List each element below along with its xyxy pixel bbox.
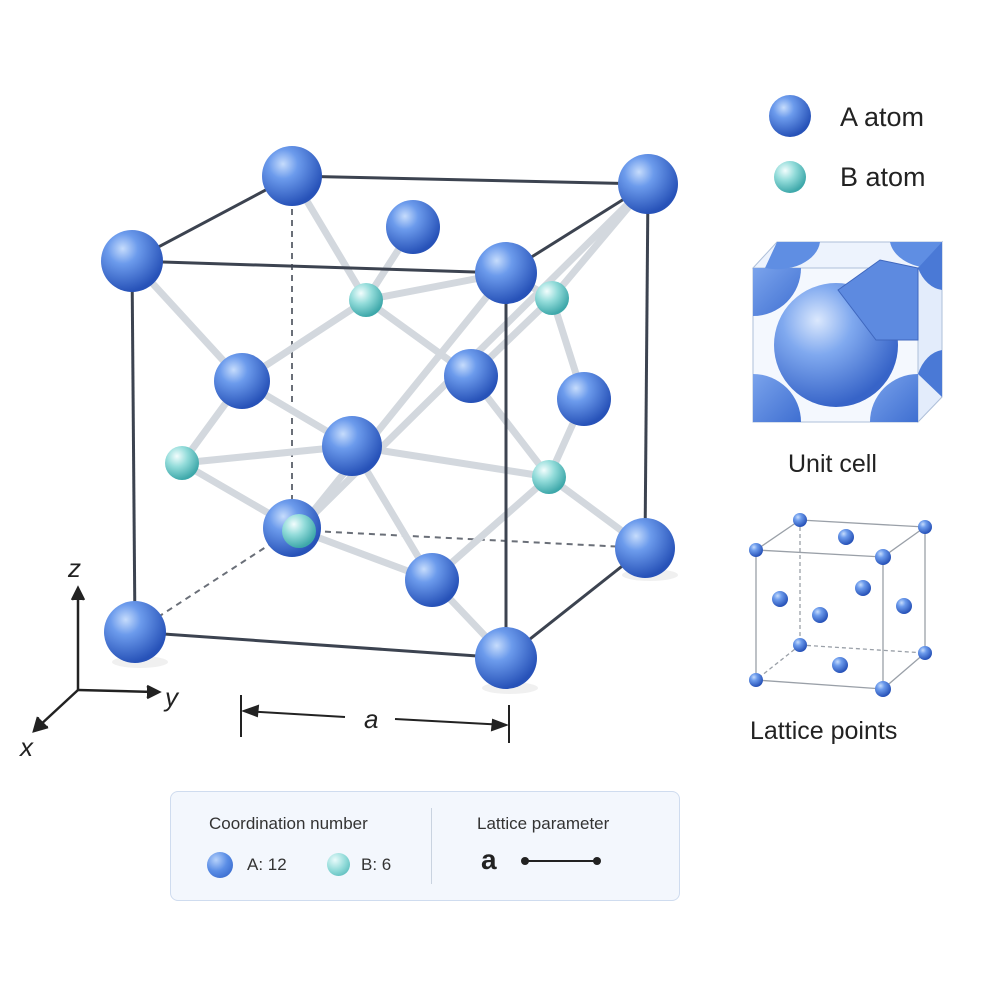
b-atom (532, 460, 566, 494)
a-atom-legend-icon (769, 95, 811, 137)
b-atom (165, 446, 199, 480)
a-atom (214, 353, 270, 409)
a-atom (444, 349, 498, 403)
a-atom-legend-label: A atom (840, 102, 924, 132)
lattice-point (896, 598, 912, 614)
lattice-point (918, 520, 932, 534)
a-atom (262, 146, 322, 206)
lattice-parameter-line-icon (524, 860, 598, 862)
unit-cell-label: Unit cell (788, 450, 877, 478)
coordination-number-title: Coordination number (209, 814, 368, 833)
lattice-point (812, 607, 828, 623)
lattice-point (749, 673, 763, 687)
axis-y-label: y (163, 682, 180, 712)
a-atom (104, 601, 166, 663)
lattice-point (832, 657, 848, 673)
a-atom (618, 154, 678, 214)
coordination-b-value: B: 6 (361, 855, 392, 874)
lattice-points-label: Lattice points (750, 717, 897, 745)
a-atom (475, 242, 537, 304)
atoms (101, 146, 678, 694)
lattice-point (749, 543, 763, 557)
a-atom (475, 627, 537, 689)
line-end-dot (593, 857, 601, 865)
panel-divider (431, 808, 432, 884)
lattice-point (875, 549, 891, 565)
lattice-points-illustration (749, 513, 932, 697)
line-end-dot (521, 857, 529, 865)
a-atom (101, 230, 163, 292)
axis-x-label: x (18, 732, 34, 762)
b-atom (282, 514, 316, 548)
lattice-point (875, 681, 891, 697)
lattice-point (772, 591, 788, 607)
lattice-point (855, 580, 871, 596)
b-atom-icon (327, 853, 350, 876)
a-atom (405, 553, 459, 607)
info-panel: Coordination number A: 12 B: 6 Lattice p… (170, 791, 680, 901)
a-atom (615, 518, 675, 578)
dimension-label: a (364, 704, 378, 734)
b-atom-legend-label: B atom (840, 162, 926, 192)
lattice-parameter-title: Lattice parameter (477, 814, 610, 833)
lattice-point (793, 638, 807, 652)
lattice-point (918, 646, 932, 660)
lattice-parameter-symbol: a (481, 844, 497, 875)
a-atom (322, 416, 382, 476)
b-atom (535, 281, 569, 315)
a-atom (557, 372, 611, 426)
axis-arrows (32, 585, 162, 733)
a-atom-icon (207, 852, 233, 878)
axis-z-label: z (67, 553, 81, 583)
unit-cell-illustration (751, 240, 944, 424)
b-atom (349, 283, 383, 317)
hidden-edges (134, 176, 646, 633)
a-atom (386, 200, 440, 254)
coordination-a-value: A: 12 (247, 855, 287, 874)
lattice-point (793, 513, 807, 527)
dimension-arrow (240, 695, 510, 743)
lattice-point (838, 529, 854, 545)
b-atom-legend-icon (774, 161, 806, 193)
